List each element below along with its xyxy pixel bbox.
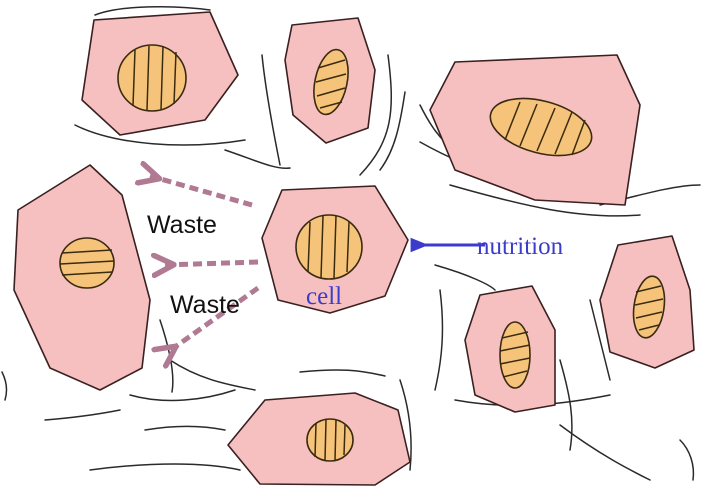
fiber: [262, 55, 280, 165]
fiber: [560, 360, 572, 450]
fiber: [130, 390, 235, 400]
fiber: [160, 320, 173, 392]
waste-arrows: [150, 176, 258, 352]
fiber: [680, 440, 693, 480]
cell-left: [14, 165, 150, 390]
waste-label-upper: Waste: [147, 211, 217, 239]
cell-top-right: [430, 55, 640, 205]
cell-lower-right: [465, 286, 555, 412]
nutrition-label: nutrition: [477, 233, 564, 260]
fiber: [2, 372, 6, 400]
fiber: [170, 360, 255, 390]
fiber: [145, 426, 225, 430]
waste-label-lower: Waste: [170, 291, 240, 319]
nucleus: [307, 419, 353, 461]
cell-top-middle: [285, 18, 375, 143]
fiber: [300, 370, 385, 376]
cell-bottom: [228, 393, 410, 485]
fiber: [90, 464, 240, 470]
waste-arrow-middle: [164, 262, 258, 265]
fiber: [380, 92, 405, 170]
nucleus: [296, 215, 362, 279]
cell-right: [600, 236, 694, 368]
cell-label: cell: [306, 283, 342, 310]
fiber: [435, 265, 495, 290]
fiber: [45, 410, 120, 420]
waste-arrow-upper: [150, 176, 252, 205]
cell-top-left: [82, 12, 238, 135]
fiber: [560, 425, 650, 480]
fiber: [435, 290, 442, 390]
